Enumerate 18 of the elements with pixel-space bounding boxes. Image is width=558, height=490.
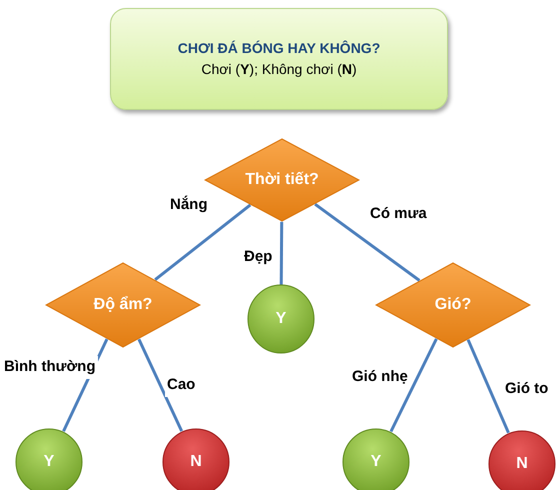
node-label: Độ ẩm? (94, 295, 152, 315)
node-label: Y (44, 452, 54, 472)
node-label: Y (370, 452, 382, 472)
node-label: Y (276, 309, 286, 329)
connector-line (154, 204, 252, 281)
connector-line (280, 222, 284, 286)
node-label: N (516, 454, 528, 474)
subtitle-text: Chơi (Y); Không chơi (N) (201, 60, 357, 79)
connector-line (466, 339, 510, 434)
connector-line (314, 202, 420, 282)
connector-line (390, 338, 438, 432)
title-card (110, 8, 448, 110)
node-label: Thời tiết? (245, 170, 319, 190)
node-label: Gió? (434, 295, 472, 315)
node-label: N (190, 452, 202, 472)
edge-label: Bình thường (2, 356, 98, 378)
connector-line (138, 338, 184, 432)
title-text: CHƠI ĐÁ BÓNG HAY KHÔNG? (178, 39, 380, 58)
